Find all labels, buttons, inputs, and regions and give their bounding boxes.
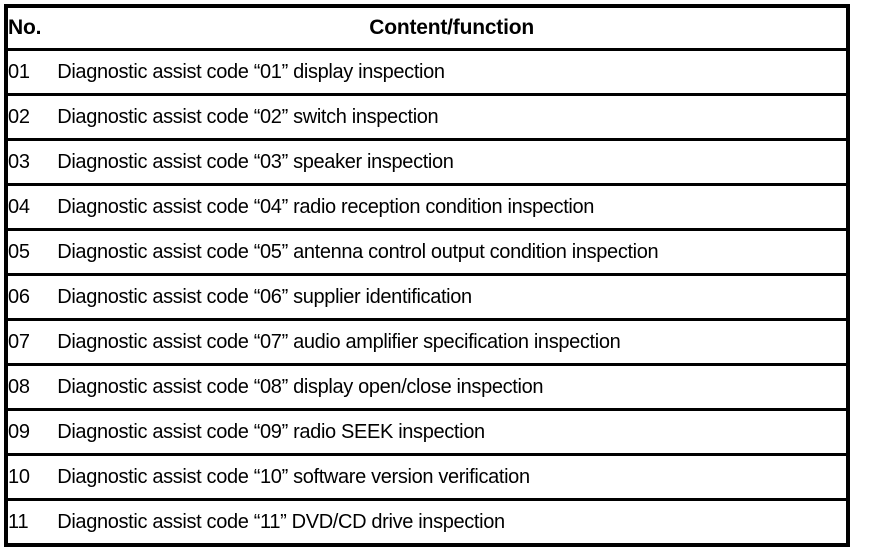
- row-no: 11: [6, 498, 58, 545]
- row-no: 02: [6, 93, 58, 140]
- table-row: 10 Diagnostic assist code “10” software …: [6, 453, 848, 500]
- row-content: Diagnostic assist code “05” antenna cont…: [57, 228, 848, 275]
- row-no: 10: [6, 453, 58, 500]
- row-no: 05: [6, 228, 58, 275]
- diagnostic-assist-code-table: No. Content/function 01 Diagnostic assis…: [4, 4, 850, 547]
- row-content: Diagnostic assist code “10” software ver…: [57, 453, 848, 500]
- row-content: Diagnostic assist code “01” display insp…: [57, 49, 848, 95]
- row-no: 06: [6, 273, 58, 320]
- row-no: 09: [6, 408, 58, 455]
- row-no: 03: [6, 138, 58, 185]
- row-content: Diagnostic assist code “03” speaker insp…: [57, 138, 848, 185]
- row-content: Diagnostic assist code “08” display open…: [57, 363, 848, 410]
- row-no: 01: [6, 49, 58, 95]
- table-row: 01 Diagnostic assist code “01” display i…: [6, 49, 848, 95]
- table-row: 04 Diagnostic assist code “04” radio rec…: [6, 183, 848, 230]
- row-content: Diagnostic assist code “09” radio SEEK i…: [57, 408, 848, 455]
- row-no: 08: [6, 363, 58, 410]
- table-header-row: No. Content/function: [6, 6, 848, 51]
- row-no: 04: [6, 183, 58, 230]
- column-header-content-function: Content/function: [57, 6, 848, 51]
- row-content: Diagnostic assist code “02” switch inspe…: [57, 93, 848, 140]
- page-root: No. Content/function 01 Diagnostic assis…: [4, 4, 850, 547]
- column-header-no: No.: [6, 6, 58, 51]
- table-row: 05 Diagnostic assist code “05” antenna c…: [6, 228, 848, 275]
- table-row: 09 Diagnostic assist code “09” radio SEE…: [6, 408, 848, 455]
- table-row: 07 Diagnostic assist code “07” audio amp…: [6, 318, 848, 365]
- row-no: 07: [6, 318, 58, 365]
- table-row: 06 Diagnostic assist code “06” supplier …: [6, 273, 848, 320]
- table-body: 01 Diagnostic assist code “01” display i…: [6, 49, 848, 545]
- row-content: Diagnostic assist code “11” DVD/CD drive…: [57, 498, 848, 545]
- row-content: Diagnostic assist code “07” audio amplif…: [57, 318, 848, 365]
- table-row: 03 Diagnostic assist code “03” speaker i…: [6, 138, 848, 185]
- table-header: No. Content/function: [6, 6, 848, 51]
- row-content: Diagnostic assist code “04” radio recept…: [57, 183, 848, 230]
- table-row: 08 Diagnostic assist code “08” display o…: [6, 363, 848, 410]
- row-content: Diagnostic assist code “06” supplier ide…: [57, 273, 848, 320]
- table-row: 02 Diagnostic assist code “02” switch in…: [6, 93, 848, 140]
- table-row: 11 Diagnostic assist code “11” DVD/CD dr…: [6, 498, 848, 545]
